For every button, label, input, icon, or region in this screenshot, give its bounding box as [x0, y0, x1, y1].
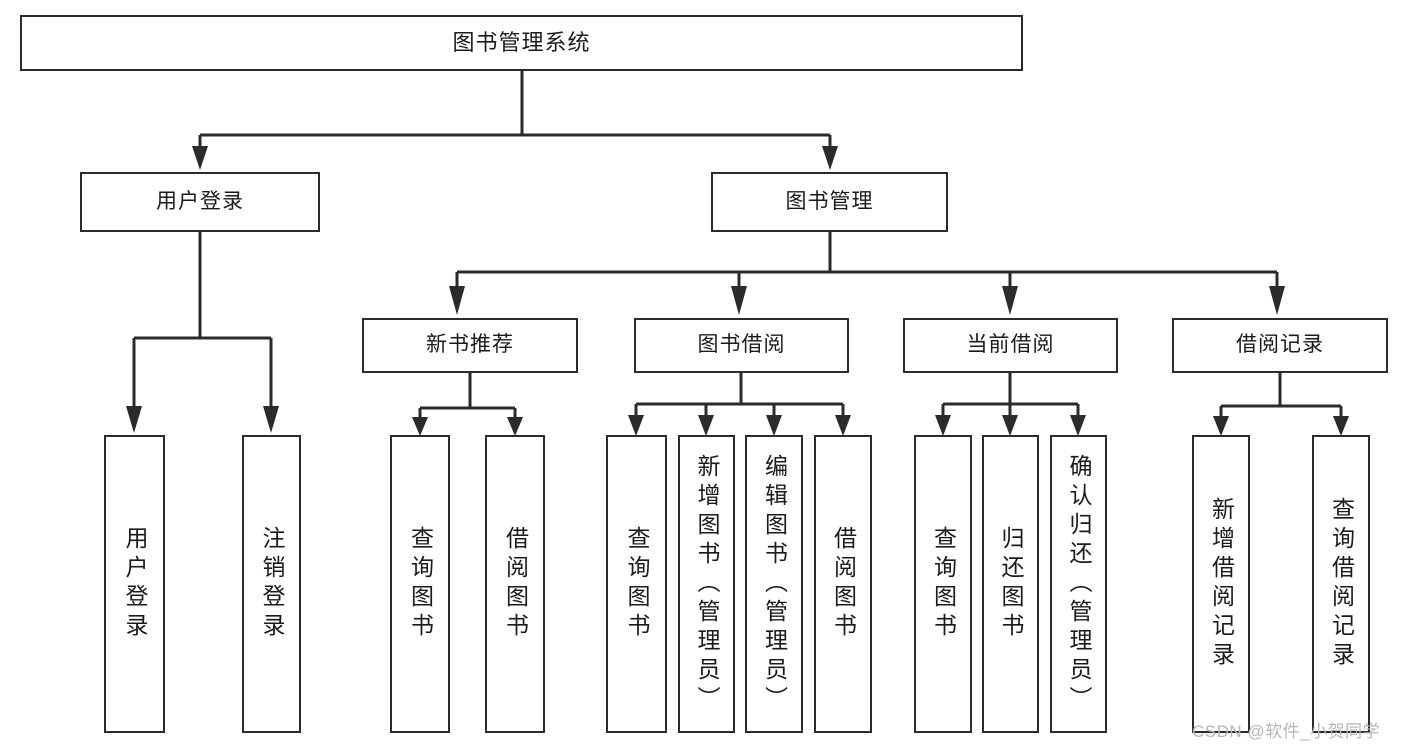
node-label: 用户登录 — [156, 189, 244, 213]
leaf-record-add[interactable]: 新增借阅记录 — [1192, 435, 1250, 733]
leaf-user-login-login[interactable]: 用户登录 — [104, 435, 165, 733]
node-label: 新书推荐 — [426, 333, 514, 357]
node-book-borrow[interactable]: 图书借阅 — [634, 318, 849, 373]
node-label: 确认归还（管理员） — [1066, 453, 1092, 715]
node-label: 查询图书 — [407, 526, 434, 642]
node-root-system[interactable]: 图书管理系统 — [20, 15, 1023, 71]
node-label: 图书管理 — [785, 189, 874, 213]
node-label: 借阅图书 — [502, 526, 529, 642]
csdn-watermark: CSDN @软件_小贺同学 — [1192, 722, 1381, 741]
leaf-borrow-edit-book[interactable]: 编辑图书（管理员） — [745, 435, 803, 733]
leaf-borrow-add-book[interactable]: 新增图书（管理员） — [678, 435, 735, 733]
node-user-login[interactable]: 用户登录 — [80, 172, 320, 232]
node-new-book-recommend[interactable]: 新书推荐 — [362, 318, 578, 373]
node-label: 借阅图书 — [830, 526, 857, 642]
leaf-user-login-logout[interactable]: 注销登录 — [242, 435, 301, 733]
leaf-new-book-query[interactable]: 查询图书 — [390, 435, 450, 733]
node-label: 查询图书 — [624, 526, 650, 642]
node-label: 查询图书 — [930, 526, 957, 642]
leaf-new-book-borrow[interactable]: 借阅图书 — [485, 435, 545, 733]
node-label: 查询借阅记录 — [1328, 497, 1355, 671]
node-label: 当前借阅 — [966, 333, 1055, 357]
leaf-current-confirm-return[interactable]: 确认归还（管理员） — [1050, 435, 1107, 733]
node-label: 用户登录 — [122, 526, 148, 642]
leaf-borrow-query-book[interactable]: 查询图书 — [606, 435, 667, 733]
node-label: 新增图书（管理员） — [694, 453, 720, 715]
node-label: 编辑图书（管理员） — [761, 453, 788, 715]
node-label: 借阅记录 — [1236, 333, 1324, 357]
node-label: 图书借阅 — [697, 333, 786, 357]
leaf-current-return-book[interactable]: 归还图书 — [982, 435, 1039, 733]
leaf-record-query[interactable]: 查询借阅记录 — [1312, 435, 1370, 733]
node-label: 图书管理系统 — [452, 30, 591, 56]
node-book-management[interactable]: 图书管理 — [711, 172, 948, 232]
leaf-current-query-book[interactable]: 查询图书 — [914, 435, 972, 733]
leaf-borrow-borrow-book[interactable]: 借阅图书 — [814, 435, 872, 733]
node-label: 新增借阅记录 — [1208, 497, 1235, 671]
node-label: 归还图书 — [998, 526, 1024, 642]
node-borrow-record[interactable]: 借阅记录 — [1172, 318, 1388, 373]
node-label: 注销登录 — [259, 526, 285, 642]
node-current-borrow[interactable]: 当前借阅 — [903, 318, 1118, 373]
